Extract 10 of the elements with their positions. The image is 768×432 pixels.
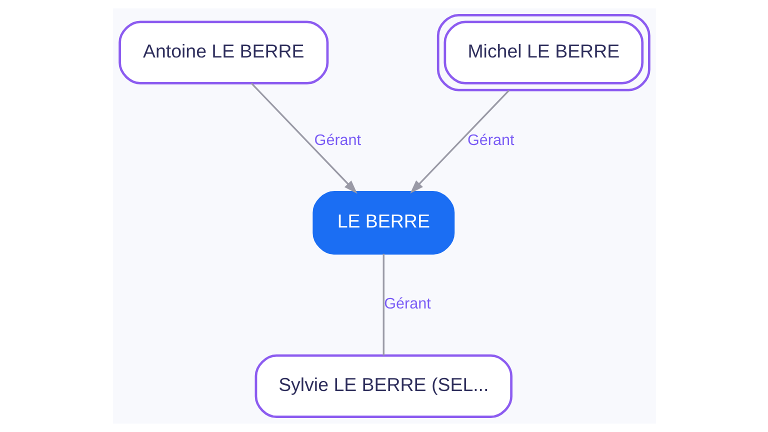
node-box: Antoine LE BERRE xyxy=(118,20,328,84)
arrow xyxy=(250,82,357,194)
edge-label: Gérant xyxy=(384,295,430,312)
node-box: LE BERRE xyxy=(312,190,454,255)
arrow xyxy=(410,90,510,194)
edge-label: Gérant xyxy=(467,132,514,149)
connector xyxy=(382,254,384,356)
edge-label: Gérant xyxy=(314,132,361,149)
node-box: Michel LE BERRE xyxy=(436,14,650,92)
node-box: Sylvie LE BERRE (SEL... xyxy=(254,354,512,418)
